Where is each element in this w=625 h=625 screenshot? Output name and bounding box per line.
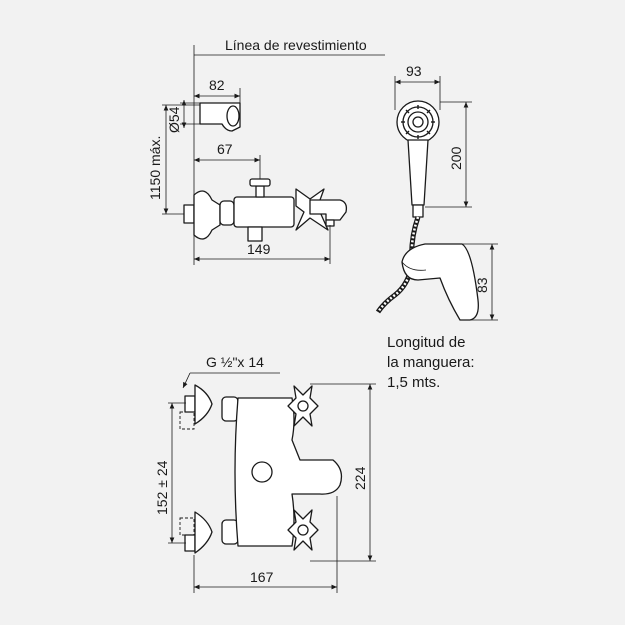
escutcheon-bottom [194,511,213,554]
hose-note-line-1: Longitud de [387,334,466,351]
escutcheon-top [194,384,213,425]
dim-224-label: 224 [352,466,368,490]
dim-200-label: 200 [448,146,464,170]
shower-handle [407,139,429,206]
spout-side [309,199,348,221]
hand-shower-view: 93 200 83 [375,63,498,321]
dim-93-label: 93 [406,63,422,79]
hose-note-line-2: la manguera: [387,354,475,371]
mixer-body-side [233,196,295,228]
mixer-body-front [234,397,343,547]
front-view: G ½"x 14 152 ± 24 224 [154,354,376,593]
dim-82-label: 82 [209,77,225,93]
wall-inlet [183,204,195,224]
dim-1150-label: 1150 máx. [147,136,163,200]
dim-67-label: 67 [217,141,233,157]
shower-holder [401,243,479,321]
hose-note-line-3: 1,5 mts. [387,374,441,391]
diverter-knob [249,178,271,187]
dim-167-label: 167 [250,569,274,585]
inlet-top [184,395,196,413]
dim-83-label: 83 [474,277,490,293]
dim-149-label: 149 [247,241,271,257]
escutcheon [193,190,221,240]
inlet-bottom [184,534,196,552]
dim-54-label: Ø54 [166,106,182,133]
diverter-front [251,461,273,483]
wall-line-label: Línea de revestimiento [225,37,367,53]
side-view: Línea de revestimiento 82 Ø54 1150 máx. … [147,37,385,265]
dim-152-label: 152 ± 24 [154,460,170,515]
hose-length-note: Longitud de la manguera: 1,5 mts. [387,333,475,393]
thread-label: G ½"x 14 [206,354,264,370]
